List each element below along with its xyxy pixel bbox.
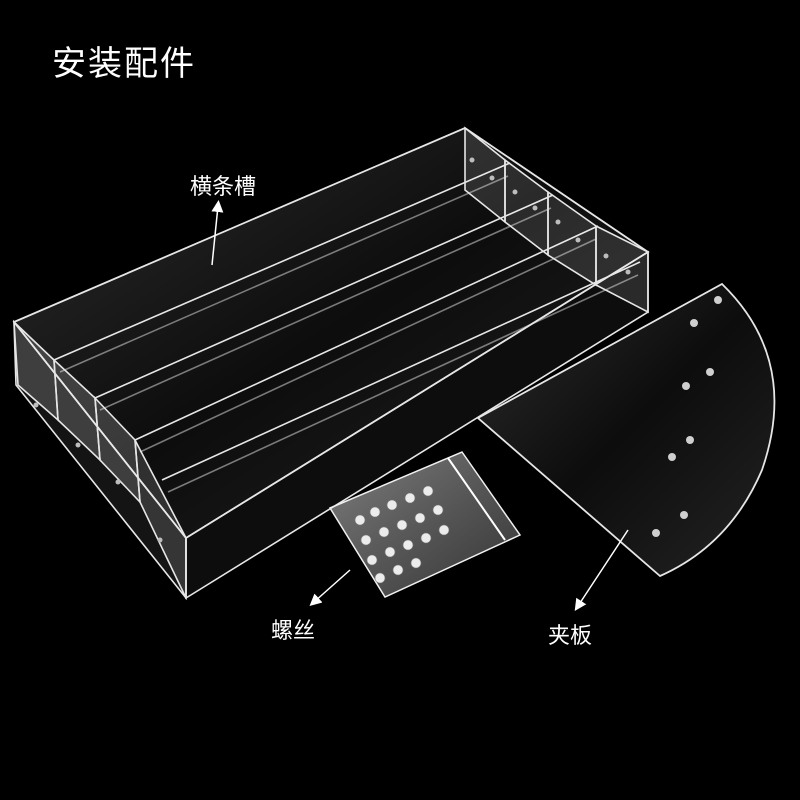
clamp-plate	[476, 282, 776, 578]
clamp-plate-label: 夹板	[548, 624, 593, 649]
plate-arrow	[574, 529, 629, 612]
screws-label: 螺丝	[271, 619, 316, 644]
slot-label: 横条槽	[190, 175, 257, 200]
rack-screw-holes	[33, 157, 631, 543]
slot-arrow	[211, 200, 224, 266]
screw-bag	[328, 451, 522, 598]
screw-arrow	[309, 569, 351, 606]
slot-rack	[12, 126, 650, 601]
page-title: 安装配件	[52, 44, 196, 84]
